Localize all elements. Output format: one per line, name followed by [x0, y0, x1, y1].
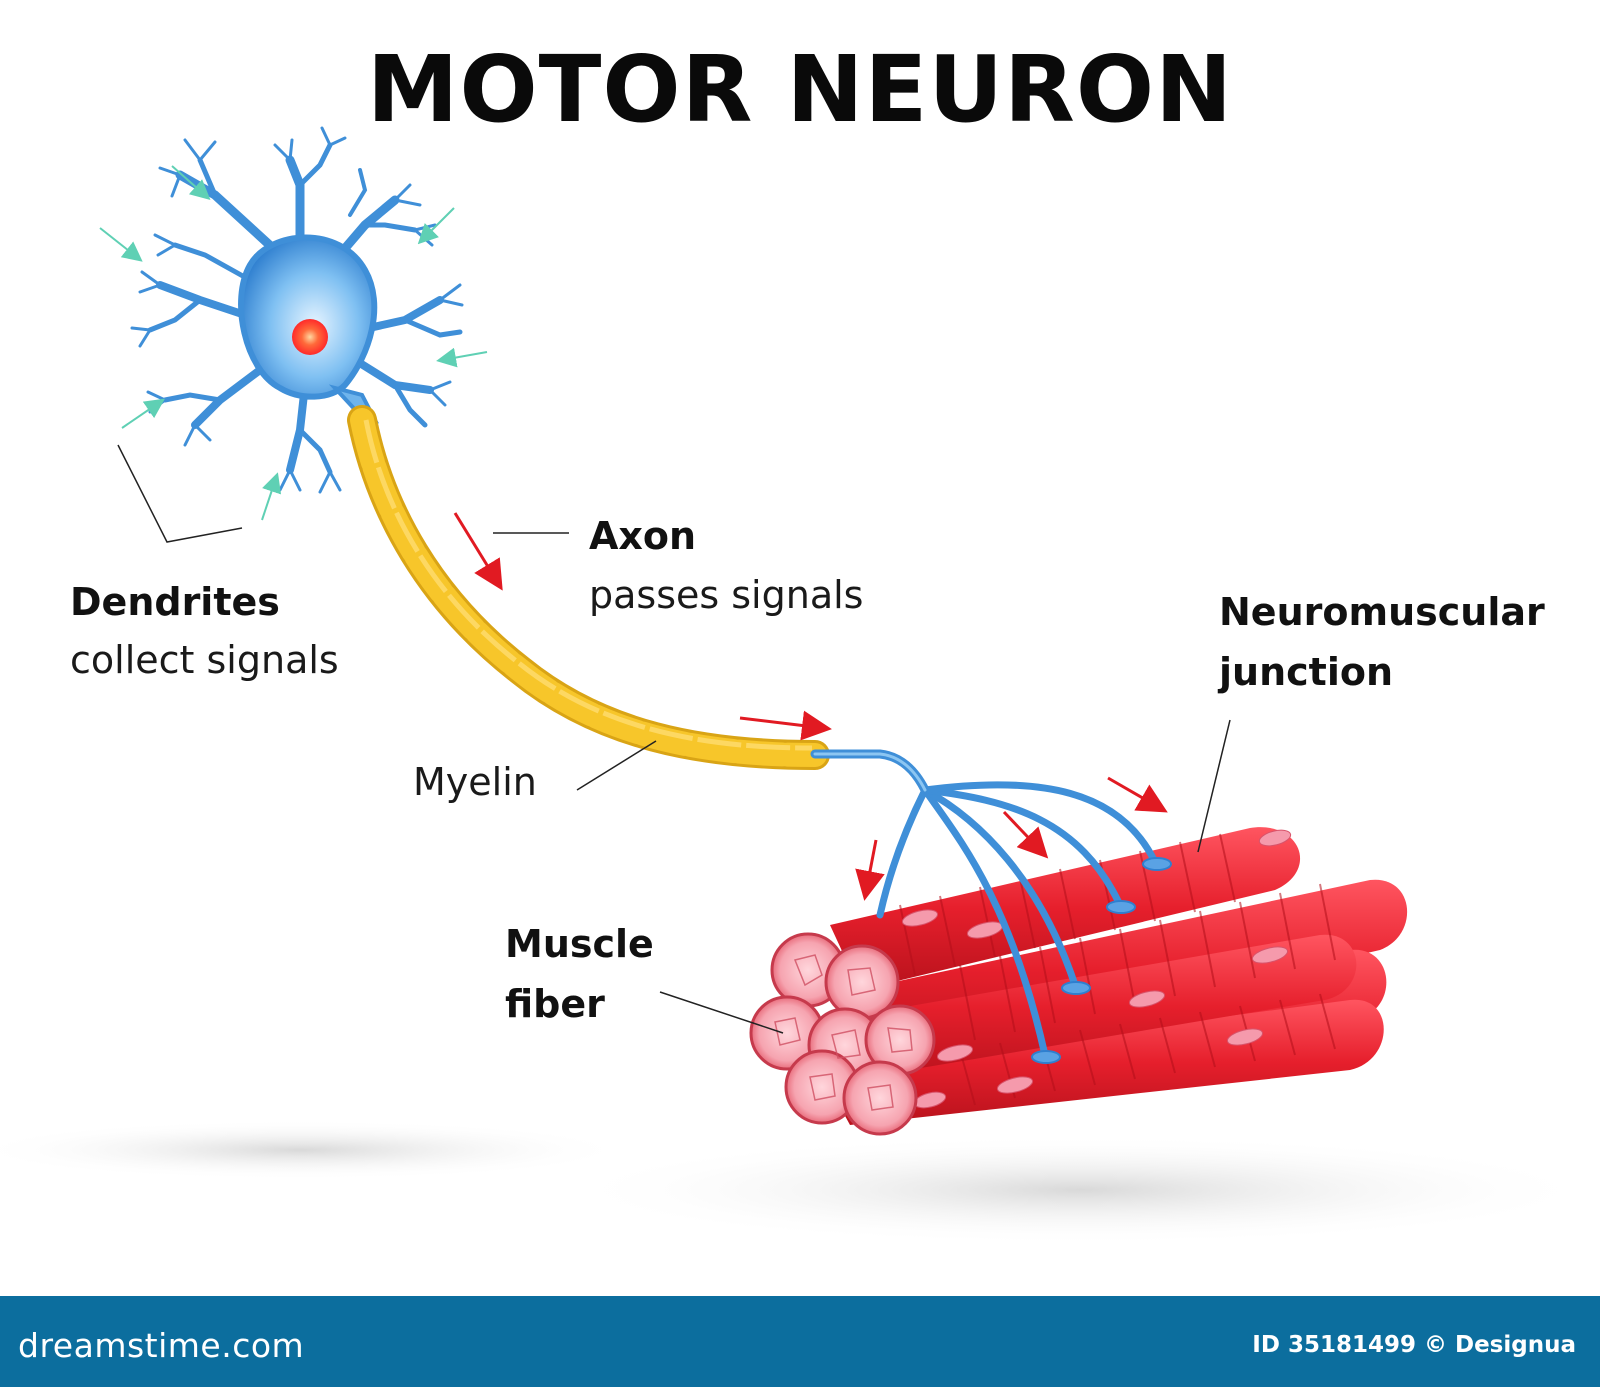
muscle-shadow — [560, 1135, 1600, 1245]
dendrites-label: Dendrites — [70, 580, 280, 624]
signal-arrows — [453, 512, 1168, 901]
myelin-sheath — [350, 408, 827, 767]
motor-end-plates — [1031, 857, 1172, 1064]
axon-description: passes signals — [589, 573, 864, 617]
footer-bar: dreamstime.com ID 35181499 © Designua — [0, 1296, 1600, 1387]
nucleus — [292, 319, 328, 355]
cell-body — [238, 234, 380, 424]
myelin-label: Myelin — [413, 760, 537, 804]
axon-terminals — [810, 749, 1159, 1059]
footer-brand[interactable]: dreamstime.com — [18, 1326, 305, 1365]
leader-lines — [117, 444, 1231, 1034]
dendrites-description: collect signals — [70, 638, 339, 682]
input-arrows — [99, 165, 488, 521]
page-title: MOTOR NEURON — [366, 36, 1234, 143]
neuromuscular-label-line2: junction — [1219, 650, 1394, 694]
muscle-fiber-label-line2: fiber — [505, 982, 605, 1026]
muscle-fiber-bundle — [749, 827, 1408, 1136]
neuron-shadow — [0, 1120, 630, 1180]
neuromuscular-label-line1: Neuromuscular — [1219, 590, 1545, 634]
myelin-highlight — [363, 419, 813, 751]
muscle-fiber-label-line1: Muscle — [505, 922, 654, 966]
dendrites — [130, 126, 464, 494]
footer-image-id: ID 35181499 © Designua — [1252, 1332, 1576, 1358]
axon-label: Axon — [589, 514, 697, 558]
